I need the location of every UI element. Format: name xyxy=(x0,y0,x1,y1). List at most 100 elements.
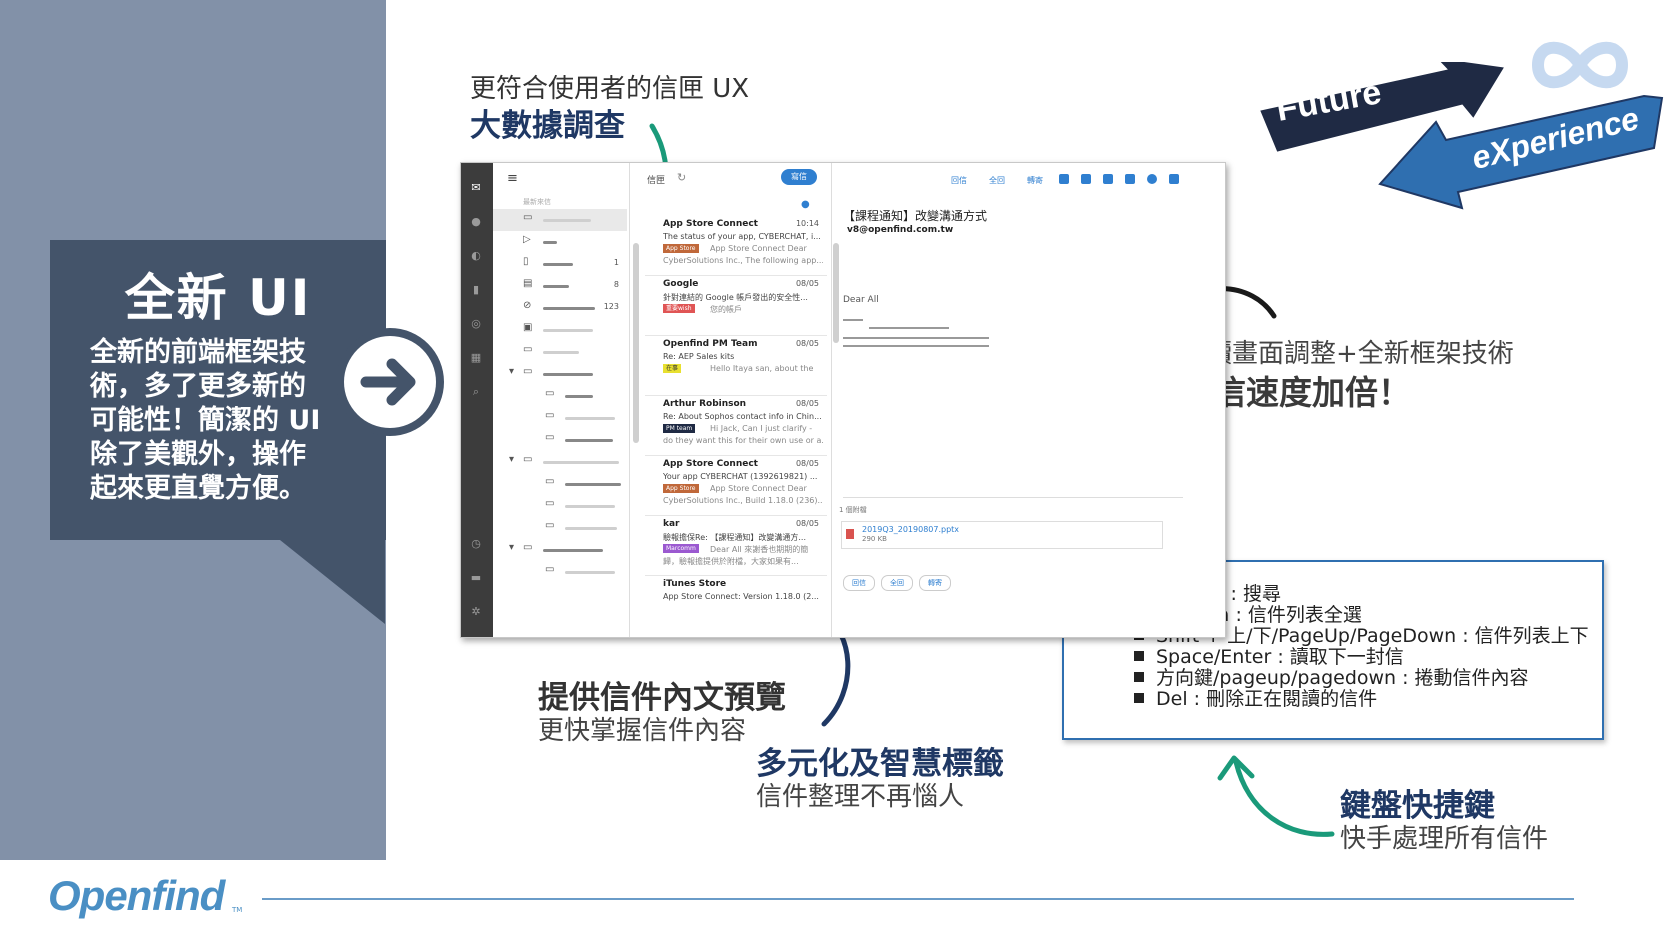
files-icon[interactable]: ▮ xyxy=(472,283,480,296)
contacts-icon[interactable]: ● xyxy=(471,215,481,228)
chat-icon[interactable]: ▬ xyxy=(470,571,482,584)
folder-item[interactable]: ▾▭ xyxy=(493,451,627,473)
folder-item[interactable]: ▯1 xyxy=(523,256,619,268)
folder-pane: ≡ 最新來信 ▭ ▷ ▯1 ▤8 ⊘123 ▣ ▭ ▾▭ ▭ ▭ ▭ ▾▭ ▭ … xyxy=(493,163,630,637)
shortcut-item: Space/Enter : 讀取下一封信 xyxy=(1134,647,1589,668)
mail-greeting: Dear All xyxy=(843,295,879,305)
calendar-icon[interactable]: ▦ xyxy=(470,351,482,364)
curved-arrow-teal2-icon xyxy=(1217,755,1335,837)
folder-item[interactable]: ▭ xyxy=(493,209,627,231)
mail-icon[interactable]: ✉ xyxy=(471,181,481,194)
shortcut-item: Del : 刪除正在閱讀的信件 xyxy=(1134,689,1589,710)
reply-all-button[interactable]: 全回 xyxy=(989,176,1005,185)
callout-title: 全新 UI xyxy=(124,269,312,327)
caption-ux-line1: 更符合使用者的信匣 UX xyxy=(470,74,750,104)
caption-preview-line2: 更快掌握信件內容 xyxy=(538,716,747,746)
folder-item[interactable]: ▭ xyxy=(493,429,627,451)
folder-item[interactable]: ▭ xyxy=(493,561,627,583)
compose-button[interactable]: 寫信 xyxy=(781,169,817,185)
arrow-right-icon xyxy=(360,358,416,406)
divider xyxy=(843,497,1183,498)
print-icon[interactable] xyxy=(1059,174,1069,184)
folder-item[interactable]: ▭ xyxy=(493,341,627,363)
text-line xyxy=(843,337,989,339)
list-scrollbar[interactable] xyxy=(833,243,839,343)
openfind-logo: Openfind xyxy=(48,872,225,919)
list-item[interactable]: iTunes Store App Store Connect: Version … xyxy=(663,579,819,601)
folder-item[interactable]: ▾▭ xyxy=(493,539,627,561)
infinity-icon xyxy=(1531,41,1629,89)
bottom-reply-button[interactable]: 回信 xyxy=(843,575,875,591)
folder-item[interactable]: ▣ xyxy=(493,319,627,341)
menu-icon[interactable]: ≡ xyxy=(507,171,518,186)
caption-ux-line2: 大數據調查 xyxy=(470,108,625,144)
callout-box xyxy=(50,240,386,540)
refresh-label[interactable]: 最新來信 xyxy=(523,198,551,206)
caption-tags-line1: 多元化及智慧標籤 xyxy=(756,746,1004,782)
caption-read-line1: 閱讀畫面調整+全新框架技術 xyxy=(1180,339,1514,369)
text-line xyxy=(843,345,989,347)
open-window-icon[interactable] xyxy=(1081,174,1091,184)
search-icon[interactable]: ⌕ xyxy=(472,385,480,398)
callout-line: 除了美觀外，操作 xyxy=(90,439,306,470)
mail-subject: 【課程通知】改變溝通方式 xyxy=(843,209,988,223)
folder-item[interactable]: ▭ xyxy=(493,385,627,407)
reading-pane: 回信 全回 轉寄 【課程通知】改變溝通方式 v8@openfind.com.tw… xyxy=(833,163,1225,637)
folder-item[interactable]: ▭ xyxy=(493,495,627,517)
folder-item[interactable]: ▤8 xyxy=(523,278,619,290)
forward-button[interactable]: 轉寄 xyxy=(1027,176,1043,185)
attachment-size: 290 KB xyxy=(862,535,887,543)
trash-icon[interactable] xyxy=(1169,174,1179,184)
folder-item[interactable]: ▭ xyxy=(493,517,627,539)
caption-keys-line2: 快手處理所有信件 xyxy=(1340,824,1549,854)
folder-scrollbar[interactable] xyxy=(633,243,639,443)
alert-icon[interactable] xyxy=(1147,174,1157,184)
logo-trademark: TM xyxy=(232,906,243,914)
callout-body: 全新的前端框架技 術，多了更多新的 可能性！簡潔的 UI 除了美觀外，操作 起來… xyxy=(90,336,340,506)
bottom-forward-button[interactable]: 轉寄 xyxy=(919,575,951,591)
callout-line: 起來更直覺方便。 xyxy=(90,473,306,504)
shortcut-item: 方向鍵/pageup/pagedown : 捲動信件內容 xyxy=(1134,668,1589,689)
mail-client-screenshot: ✉ ● ◐ ▮ ◎ ▦ ⌕ ◷ ▬ ✲ ≡ 最新來信 ▭ ▷ ▯1 ▤8 ⊘12… xyxy=(460,162,1226,638)
reply-button[interactable]: 回信 xyxy=(951,176,967,185)
bottom-reply-all-button[interactable]: 全回 xyxy=(881,575,913,591)
attachment-name[interactable]: 2019Q3_20190807.pptx xyxy=(862,525,960,534)
future-arrow xyxy=(1260,62,1504,152)
move-folder-icon[interactable] xyxy=(1125,174,1135,184)
text-line xyxy=(843,319,863,321)
icon-rail: ✉ ● ◐ ▮ ◎ ▦ ⌕ ◷ ▬ ✲ xyxy=(461,163,493,637)
mail-sender: v8@openfind.com.tw xyxy=(847,225,954,235)
pptx-icon xyxy=(846,529,854,539)
folder-item[interactable]: ▾▭ xyxy=(493,363,627,385)
attachment-count: 1 個附檔 xyxy=(839,506,867,514)
caption-keys-line1: 鍵盤快捷鍵 xyxy=(1340,788,1495,824)
experience-arrow xyxy=(1378,94,1664,210)
callout-line: 全新的前端框架技 xyxy=(90,337,306,368)
callout-line: 術，多了更多新的 xyxy=(90,371,306,402)
callout-line: 可能性！簡潔的 UI xyxy=(90,405,321,436)
folder-item[interactable]: ▷ xyxy=(493,231,627,253)
settings-round-icon[interactable]: ◎ xyxy=(471,317,481,330)
history-icon[interactable]: ◷ xyxy=(471,537,481,550)
folder-item[interactable]: ▭ xyxy=(493,407,627,429)
caption-preview-line1: 提供信件內文預覽 xyxy=(538,680,786,716)
attachment-card[interactable]: 2019Q3_20190807.pptx 290 KB xyxy=(841,521,1163,549)
list-header-title: 信匣 xyxy=(647,176,666,186)
robot-icon[interactable]: ● xyxy=(801,199,810,210)
folder-item[interactable]: ⊘123 xyxy=(523,300,619,312)
folder-item[interactable]: ▭ xyxy=(493,473,627,495)
callout-tail xyxy=(280,540,385,624)
footer-divider xyxy=(262,898,1574,900)
download-icon[interactable] xyxy=(1103,174,1113,184)
dashboard-icon[interactable]: ◐ xyxy=(471,249,481,262)
refresh-icon[interactable]: ↻ xyxy=(677,171,687,184)
gear-icon[interactable]: ✲ xyxy=(471,605,481,618)
text-line xyxy=(869,327,949,329)
